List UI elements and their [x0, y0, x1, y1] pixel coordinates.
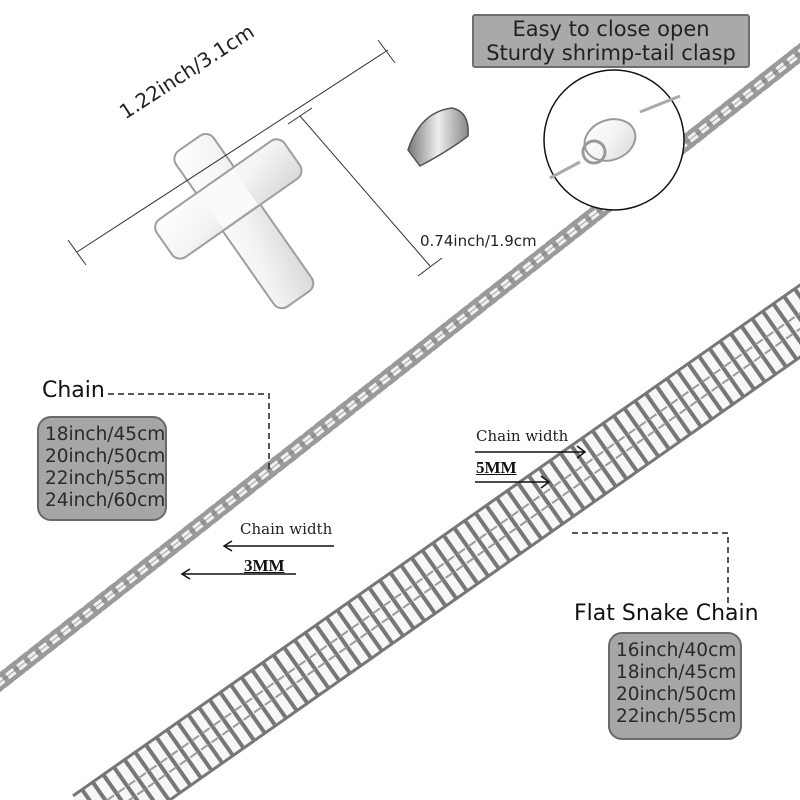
- chain-leader-line: [108, 393, 270, 470]
- pendant-bail: [407, 107, 469, 167]
- snake-width-caption: Chain width: [476, 427, 569, 445]
- length-dimension-line: [67, 39, 396, 266]
- snake-leader-line: [572, 532, 729, 610]
- chain-size-options: 18inch/45cm 20inch/50cm 22inch/55cm 24in…: [37, 416, 167, 521]
- curb-width-arrows: [180, 540, 334, 580]
- chain-size-option: 24inch/60cm: [45, 490, 166, 511]
- chain-width-value: 3MM: [244, 556, 285, 575]
- snake-width-value: 5MM: [476, 458, 517, 477]
- width-dimension-line: [287, 107, 443, 277]
- chain-width-caption: Chain width: [240, 520, 333, 538]
- snake-size-option: 20inch/50cm: [616, 684, 737, 705]
- clasp-label-line1: Easy to close open: [512, 17, 710, 41]
- snake-size-options: 16inch/40cm 18inch/45cm 20inch/50cm 22in…: [608, 632, 742, 740]
- snake-chain: [72, 283, 800, 800]
- chain-size-option: 22inch/55cm: [45, 468, 166, 489]
- pendant-width-label: 0.74inch/1.9cm: [420, 232, 537, 250]
- snake-size-option: 16inch/40cm: [616, 640, 737, 661]
- snake-size-option: 22inch/55cm: [616, 706, 737, 727]
- chain-title: Chain: [42, 378, 105, 403]
- clasp-label-line2: Sturdy shrimp-tail clasp: [486, 41, 736, 65]
- cross-pendant: [154, 133, 315, 310]
- snake-chain-title: Flat Snake Chain: [574, 601, 759, 626]
- clasp-feature-label: Easy to close open Sturdy shrimp-tail cl…: [472, 14, 750, 68]
- chain-size-option: 18inch/45cm: [45, 424, 166, 445]
- clasp-detail: [543, 69, 685, 211]
- snake-width-arrows: [475, 445, 587, 489]
- snake-size-option: 18inch/45cm: [616, 662, 737, 683]
- chain-size-option: 20inch/50cm: [45, 446, 166, 467]
